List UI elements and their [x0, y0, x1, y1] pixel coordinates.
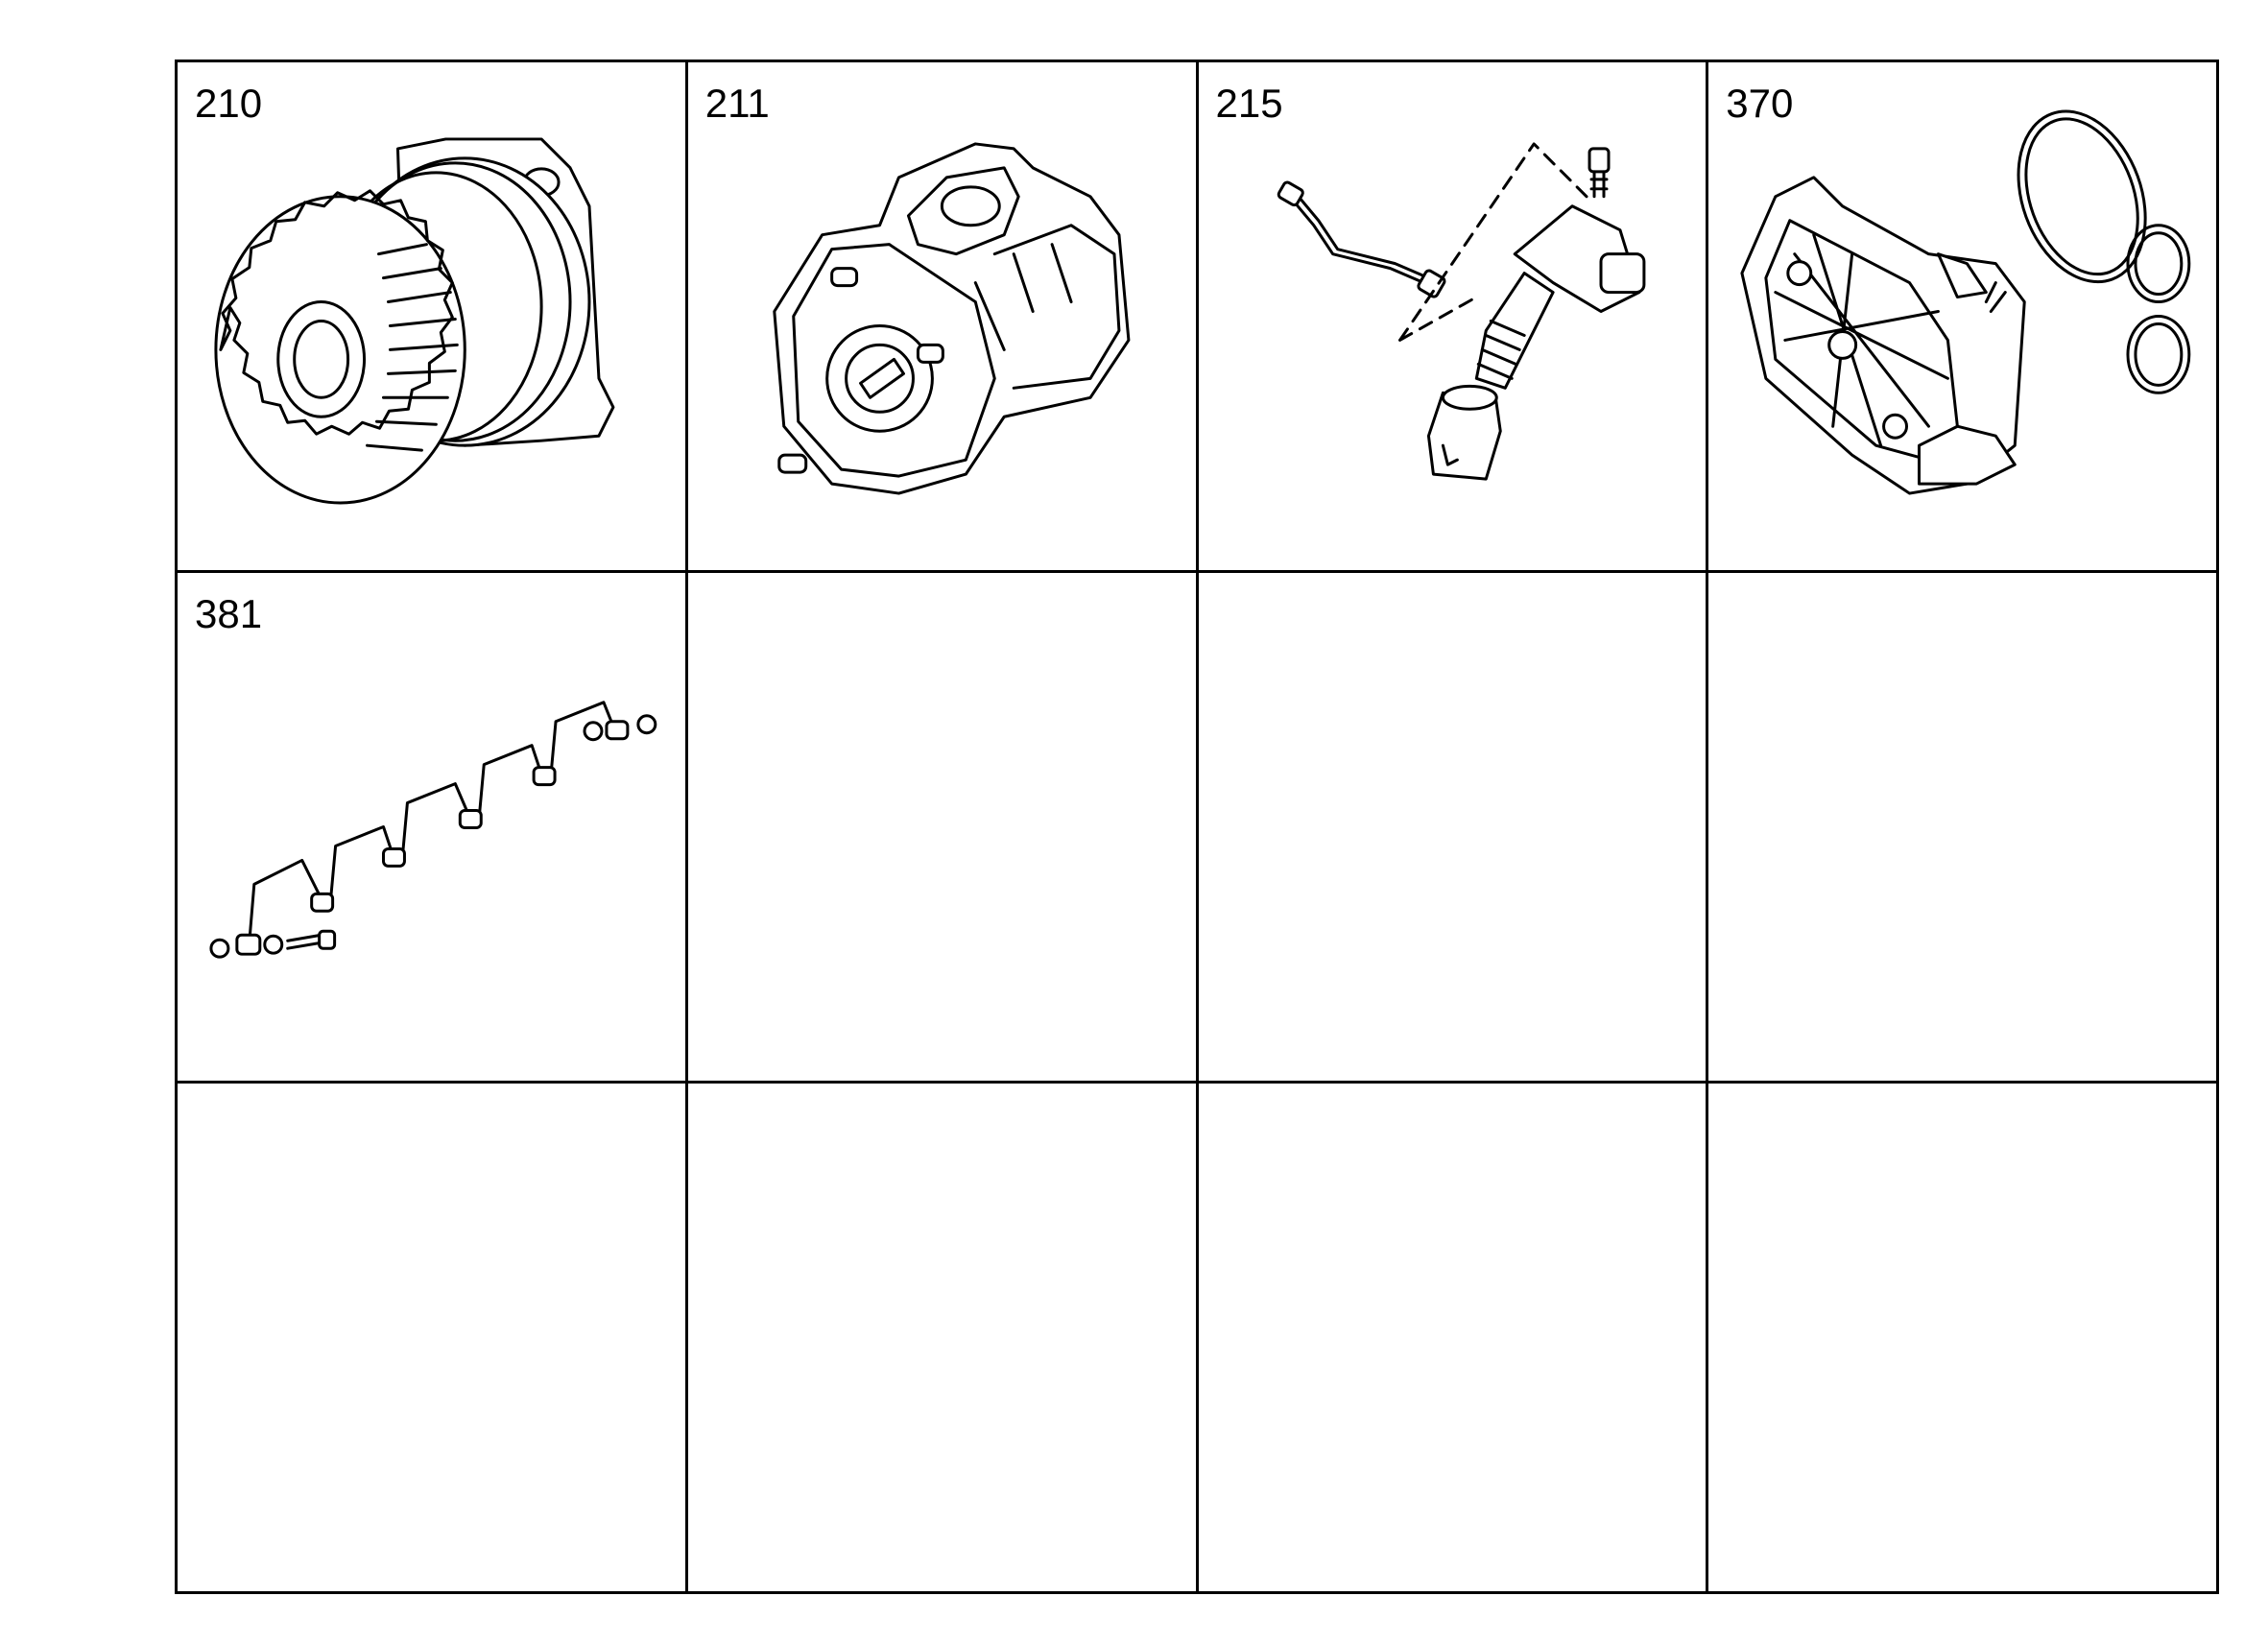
part-cell-empty — [178, 1084, 688, 1594]
cover-with-seals-icon — [1740, 109, 2191, 495]
part-number: 211 — [704, 81, 770, 126]
part-cell-empty — [1708, 1084, 2219, 1594]
fuel-line-set-icon — [209, 701, 657, 959]
part-cell-empty — [1198, 1084, 1709, 1594]
part-cell-381[interactable]: 381 — [178, 573, 688, 1084]
gear-pump-icon — [214, 137, 615, 505]
part-cell-370[interactable]: 370 — [1708, 62, 2219, 573]
part-cell-210[interactable]: 210 — [178, 62, 688, 573]
part-number: 215 — [1215, 81, 1283, 126]
part-cell-empty — [687, 1084, 1199, 1594]
injector-unit-icon — [1277, 142, 1645, 481]
part-number: 370 — [1726, 81, 1794, 126]
part-cell-215[interactable]: 215 — [1198, 62, 1709, 573]
part-number: 381 — [195, 591, 263, 636]
pump-housing-icon — [773, 142, 1131, 495]
part-cell-211[interactable]: 211 — [687, 62, 1199, 573]
part-cell-empty — [1708, 573, 2219, 1084]
parts-grid: 210 211 — [175, 60, 2219, 1594]
part-cell-empty — [687, 573, 1199, 1084]
part-cell-empty — [1198, 573, 1709, 1084]
part-number: 210 — [195, 81, 263, 126]
